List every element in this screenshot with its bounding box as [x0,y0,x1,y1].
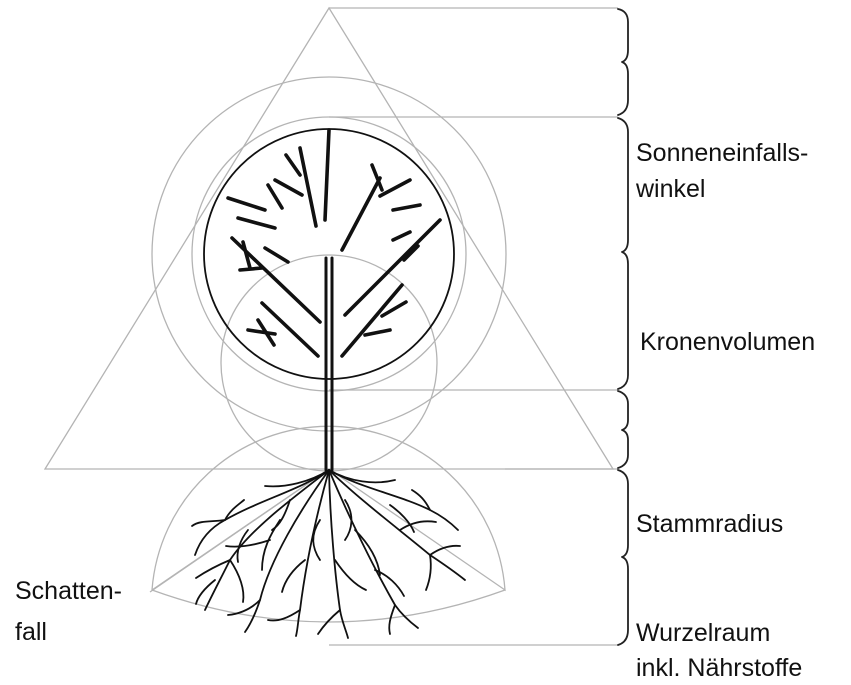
branch-14 [256,318,276,347]
root-30 [271,499,291,531]
root-1 [194,469,330,556]
root-18 [267,609,301,622]
label-sun-angle-line2: winkel [636,175,706,203]
branch-13 [246,328,277,336]
tree-roots [191,469,466,639]
root-32 [195,579,216,605]
brace-crown-volume [617,117,629,390]
root-5 [328,469,349,639]
label-sun-angle-line1: Sonneneinfalls- [636,139,809,167]
root-12 [224,499,245,521]
root-16 [225,539,271,548]
brace-sun-angle [617,8,629,116]
brace-trunk-radius [617,390,629,469]
root-28 [389,504,415,533]
root-31 [236,529,249,563]
guide-geometry [43,6,618,646]
branch-6 [226,196,267,212]
branch-18 [391,203,422,212]
root-24 [374,569,405,597]
branch-5 [266,183,284,210]
root-33 [312,519,321,561]
root-14 [229,559,245,603]
outer-guide-circle [151,76,507,432]
root-13 [195,559,231,579]
label-shadow-line1: Schatten- [15,577,123,605]
branch-20 [391,230,412,242]
branch-15 [340,176,382,252]
tree-branches [226,128,442,358]
root-19 [281,559,306,593]
root-space-bottom-arc [151,589,506,623]
label-root-space-line1: Wurzelraum [636,619,771,647]
root-4 [295,469,330,637]
root-17 [261,519,281,571]
branch-4 [273,178,304,197]
root-15 [227,599,261,616]
branch-11 [263,246,290,264]
branch-12 [260,301,320,358]
label-shadow-line2: fall [15,618,47,646]
branch-22 [340,283,404,358]
tree-trunk [324,256,334,472]
branch-17 [378,178,412,198]
branch-2 [298,146,318,228]
label-trunk-radius: Stammradius [636,510,784,538]
brace-root-space [617,469,629,646]
branch-10 [241,240,252,270]
root-7 [328,469,466,581]
root-26 [429,544,461,556]
branch-3 [284,153,302,177]
root-23 [388,604,396,635]
label-root-space-line2: inkl. Nährstoffe [636,654,803,682]
root-2 [204,469,330,611]
root-29 [411,489,431,511]
root-11 [191,519,226,527]
root-8 [328,469,459,531]
root-25 [425,554,432,591]
branch-24 [363,328,392,337]
root-9 [328,469,396,484]
root-21 [334,559,367,591]
root-27 [399,520,437,531]
root-3 [244,469,330,633]
shadow-ray [149,468,330,593]
right-braces [617,8,629,646]
branch-23 [380,300,408,318]
root-10 [264,469,330,488]
inner-guide-circle [220,254,438,472]
branch-19 [343,218,442,317]
root-20 [317,609,341,635]
label-crown-volume: Kronenvolumen [640,328,816,356]
branch-16 [370,163,384,192]
root-34 [344,499,353,541]
branch-1 [323,128,331,222]
branch-7 [236,216,277,230]
root-space-sector [151,425,506,592]
branch-21 [402,244,420,262]
root-6 [328,469,419,629]
